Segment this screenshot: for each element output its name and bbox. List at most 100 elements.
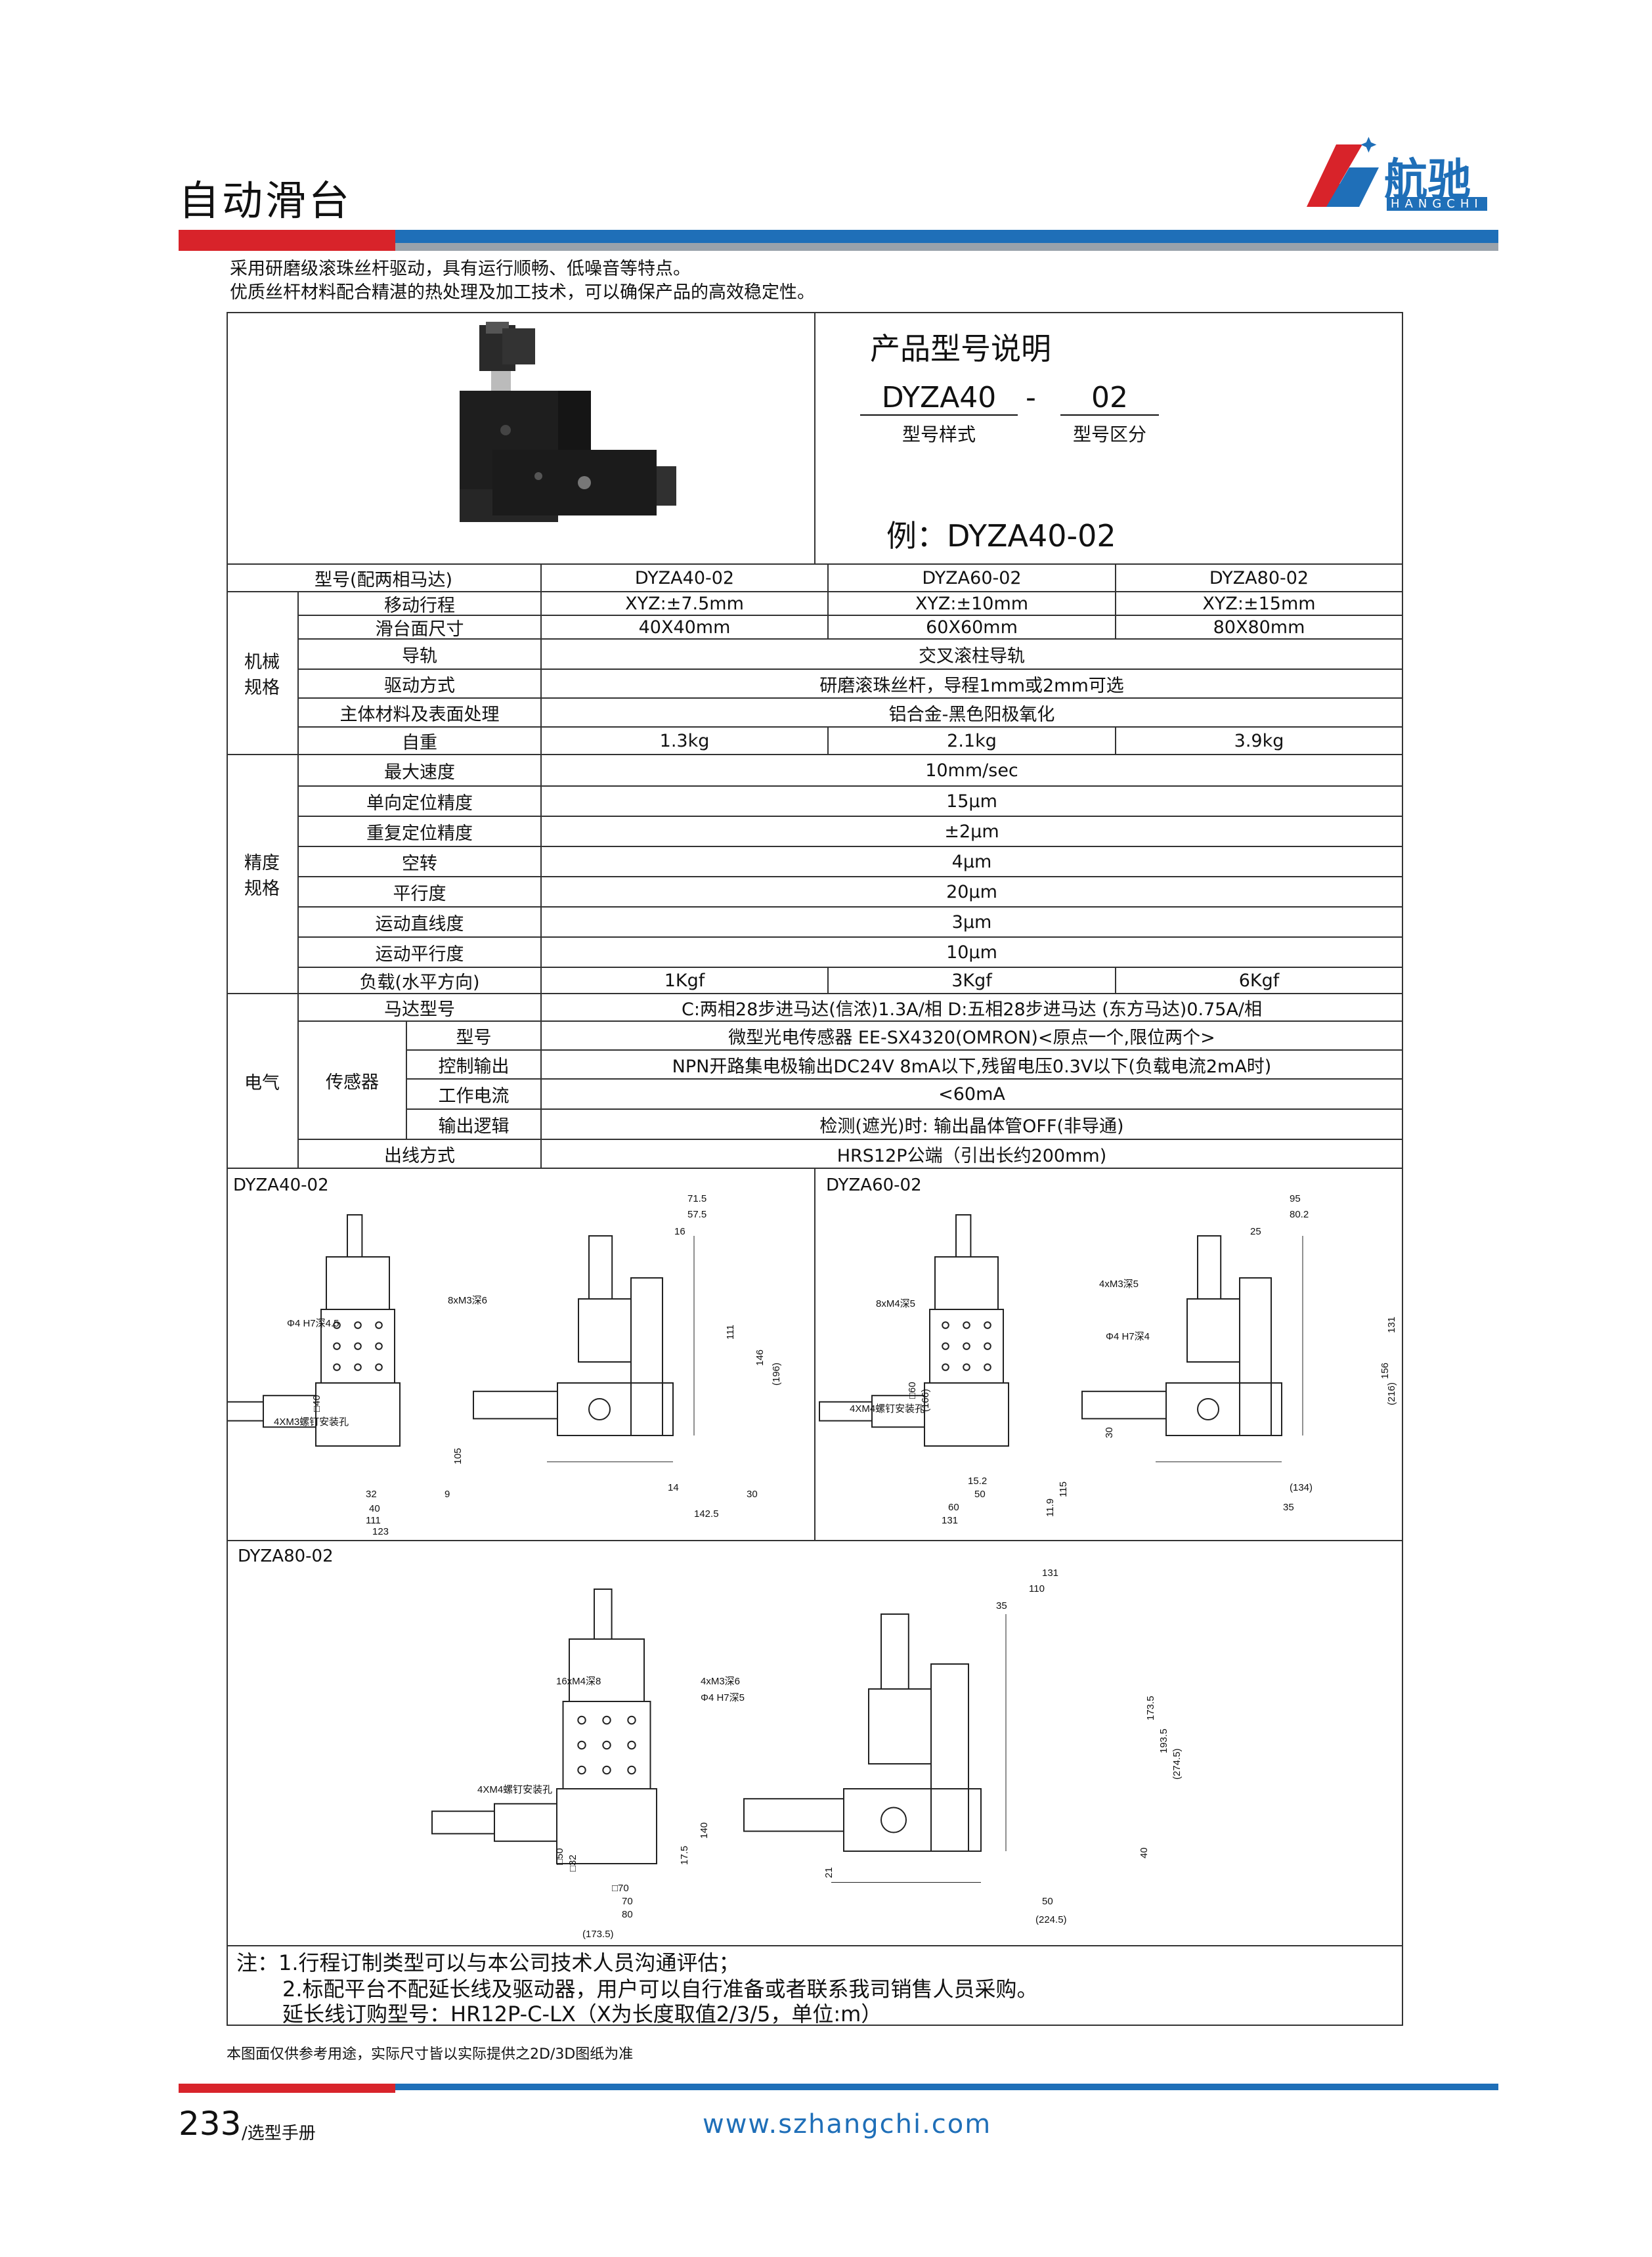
d80-dim-21: □32 [567,1854,578,1872]
footer-bar-blue [179,2084,1498,2090]
row-label-s_logic: 输出逻辑 [407,1110,542,1140]
d80-dim-8: 193.5 [1158,1728,1169,1753]
d80-dim-2: 35 [996,1600,1007,1611]
d80-dim-4: 4xM3深6 [701,1676,740,1687]
row-value-load-1: 1Kgf [542,968,829,994]
d40-dim-6: 111 [725,1325,736,1340]
d80-dim-17: 50 [1042,1896,1053,1907]
row-label-s_model: 型号 [407,1022,542,1051]
table-header-label: 型号(配两相马达) [227,565,542,592]
model-label-a: 型号样式 [902,424,976,445]
d60-dim-0: 95 [1290,1193,1301,1204]
d40-dim-8: (196) [771,1363,782,1386]
d60-dim-2: 25 [1250,1226,1261,1237]
d60-dim-16: 131 [942,1515,958,1526]
d80-dim-7: 173.5 [1145,1696,1156,1720]
d80-dim-11: 140 [699,1822,710,1839]
row-value-s_output: NPN开路集电极输出DC24V 8mA以下,残留电压0.3V以下(负载电流2mA… [542,1051,1403,1080]
disclaimer: 本图面仅供参考用途，实际尺寸皆以实际提供之2D/3D图纸为准 [227,2046,634,2063]
row-value-weight-2: 2.1kg [829,728,1116,755]
model-example: 例：DYZA40-02 [886,518,1116,554]
logo-text-en: HANGCHI [1387,197,1487,211]
row-value-drive: 研磨滚珠丝杆，导程1mm或2mm可选 [542,670,1403,699]
group-mech: 机械 规格 [227,592,299,755]
row-value-load-3: 6Kgf [1116,968,1403,994]
row-value-table_size-3: 80X80mm [1116,616,1403,640]
row-value-travel-2: XYZ:±10mm [829,592,1116,616]
model-dash: - [1026,381,1036,414]
d80-dim-9: (274.5) [1171,1748,1183,1780]
d80-dim-19: □70 [612,1883,629,1894]
row-value-material: 铝合金-黑色阳极氧化 [542,699,1403,728]
row-value-weight-1: 1.3kg [542,728,829,755]
model-info-heading: 产品型号说明 [870,331,1051,366]
group-sensor: 传感器 [299,1022,407,1140]
row-label-rep_pos: 重复定位精度 [299,817,542,847]
row-value-travel-1: XYZ:±7.5mm [542,592,829,616]
d40-dim-18: □40 [311,1395,322,1412]
row-label-s_current: 工作电流 [407,1080,542,1110]
model-code-b: 02 [1060,381,1159,416]
row-label-drive: 驱动方式 [299,670,542,699]
table-header-model-1: DYZA40-02 [542,565,829,592]
row-label-max_speed: 最大速度 [299,755,542,787]
d40-dim-4: Φ4 H7深4.5 [287,1318,339,1329]
row-label-motor: 马达型号 [299,994,542,1022]
d40-dim-10: 14 [668,1482,679,1493]
row-label-cable: 出线方式 [299,1140,542,1169]
row-label-table_size: 滑台面尺寸 [299,616,542,640]
drawing-title-80: DYZA80-02 [238,1546,334,1566]
d80-dim-13: 21 [823,1867,835,1878]
d80-dim-1: 110 [1029,1583,1045,1594]
row-value-uni_pos: 15μm [542,787,1403,817]
d60-dim-20: □60 [907,1382,918,1399]
d80-dim-15: 80 [622,1909,633,1920]
row-value-s_logic: 检测(遮光)时: 输出晶体管OFF(非导通) [542,1110,1403,1140]
drawing-divider-h [227,1540,1403,1541]
drawing-title-40: DYZA40-02 [233,1175,329,1195]
d80-dim-6: 4XM4螺钉安装孔 [477,1784,552,1795]
d60-dim-1: 80.2 [1290,1209,1309,1220]
d60-dim-6: 4XM4螺钉安装孔 [850,1403,924,1414]
row-value-table_size-2: 60X60mm [829,616,1116,640]
d40-dim-7: 146 [754,1349,766,1366]
row-value-table_size-1: 40X40mm [542,616,829,640]
row-label-material: 主体材料及表面处理 [299,699,542,728]
d40-dim-17: 142.5 [694,1508,719,1520]
d80-dim-20: □50 [554,1848,565,1865]
d60-dim-12: 11.9 [1045,1499,1056,1517]
d60-dim-18: 35 [1283,1502,1294,1513]
d40-dim-0: 71.5 [687,1193,706,1204]
table-header-model-3: DYZA80-02 [1116,565,1403,592]
d60-dim-7: 131 [1386,1317,1397,1333]
page-title: 自动滑台 [179,177,353,225]
row-value-straight: 3μm [542,908,1403,938]
note-line-3: 延长线订购型号：HR12P-C-LX（X为长度取值2/3/5，单位:m） [282,2002,882,2027]
row-value-s_current: <60mA [542,1080,1403,1110]
d40-dim-9: 105 [452,1448,464,1464]
company-logo: 航驰 HANGCHI [1300,131,1497,217]
row-value-motion_par: 10μm [542,938,1403,968]
row-label-motion_par: 运动平行度 [299,938,542,968]
page-suffix: /选型手册 [242,2124,316,2143]
group-prec: 精度 规格 [227,755,299,994]
d80-dim-10: 40 [1139,1847,1150,1858]
row-value-cable: HRS12P公端（引出长约200mm) [542,1140,1403,1169]
product-photo [440,318,676,561]
row-value-max_speed: 10mm/sec [542,755,1403,787]
d60-dim-10: 30 [1104,1427,1115,1438]
logo-text-cn: 航驰 [1384,154,1471,205]
notes-divider [227,1945,1403,1946]
d40-dim-5: 4XM3螺钉安装孔 [274,1416,349,1428]
d60-dim-13: 15.2 [968,1476,987,1487]
row-value-travel-3: XYZ:±15mm [1116,592,1403,616]
intro-line-2: 优质丝杆材料配合精湛的热处理及加工技术，可以确保产品的高效稳定性。 [230,282,815,303]
d60-dim-17: (134) [1290,1482,1313,1493]
d60-dim-8: 156 [1380,1363,1391,1379]
row-label-load: 负载(水平方向) [299,968,542,994]
footer-bar-red [179,2084,395,2093]
website-link[interactable]: www.szhangchi.com [703,2109,992,2139]
row-value-parallel: 20μm [542,877,1403,908]
row-value-guide: 交叉滚柱导轨 [542,640,1403,670]
